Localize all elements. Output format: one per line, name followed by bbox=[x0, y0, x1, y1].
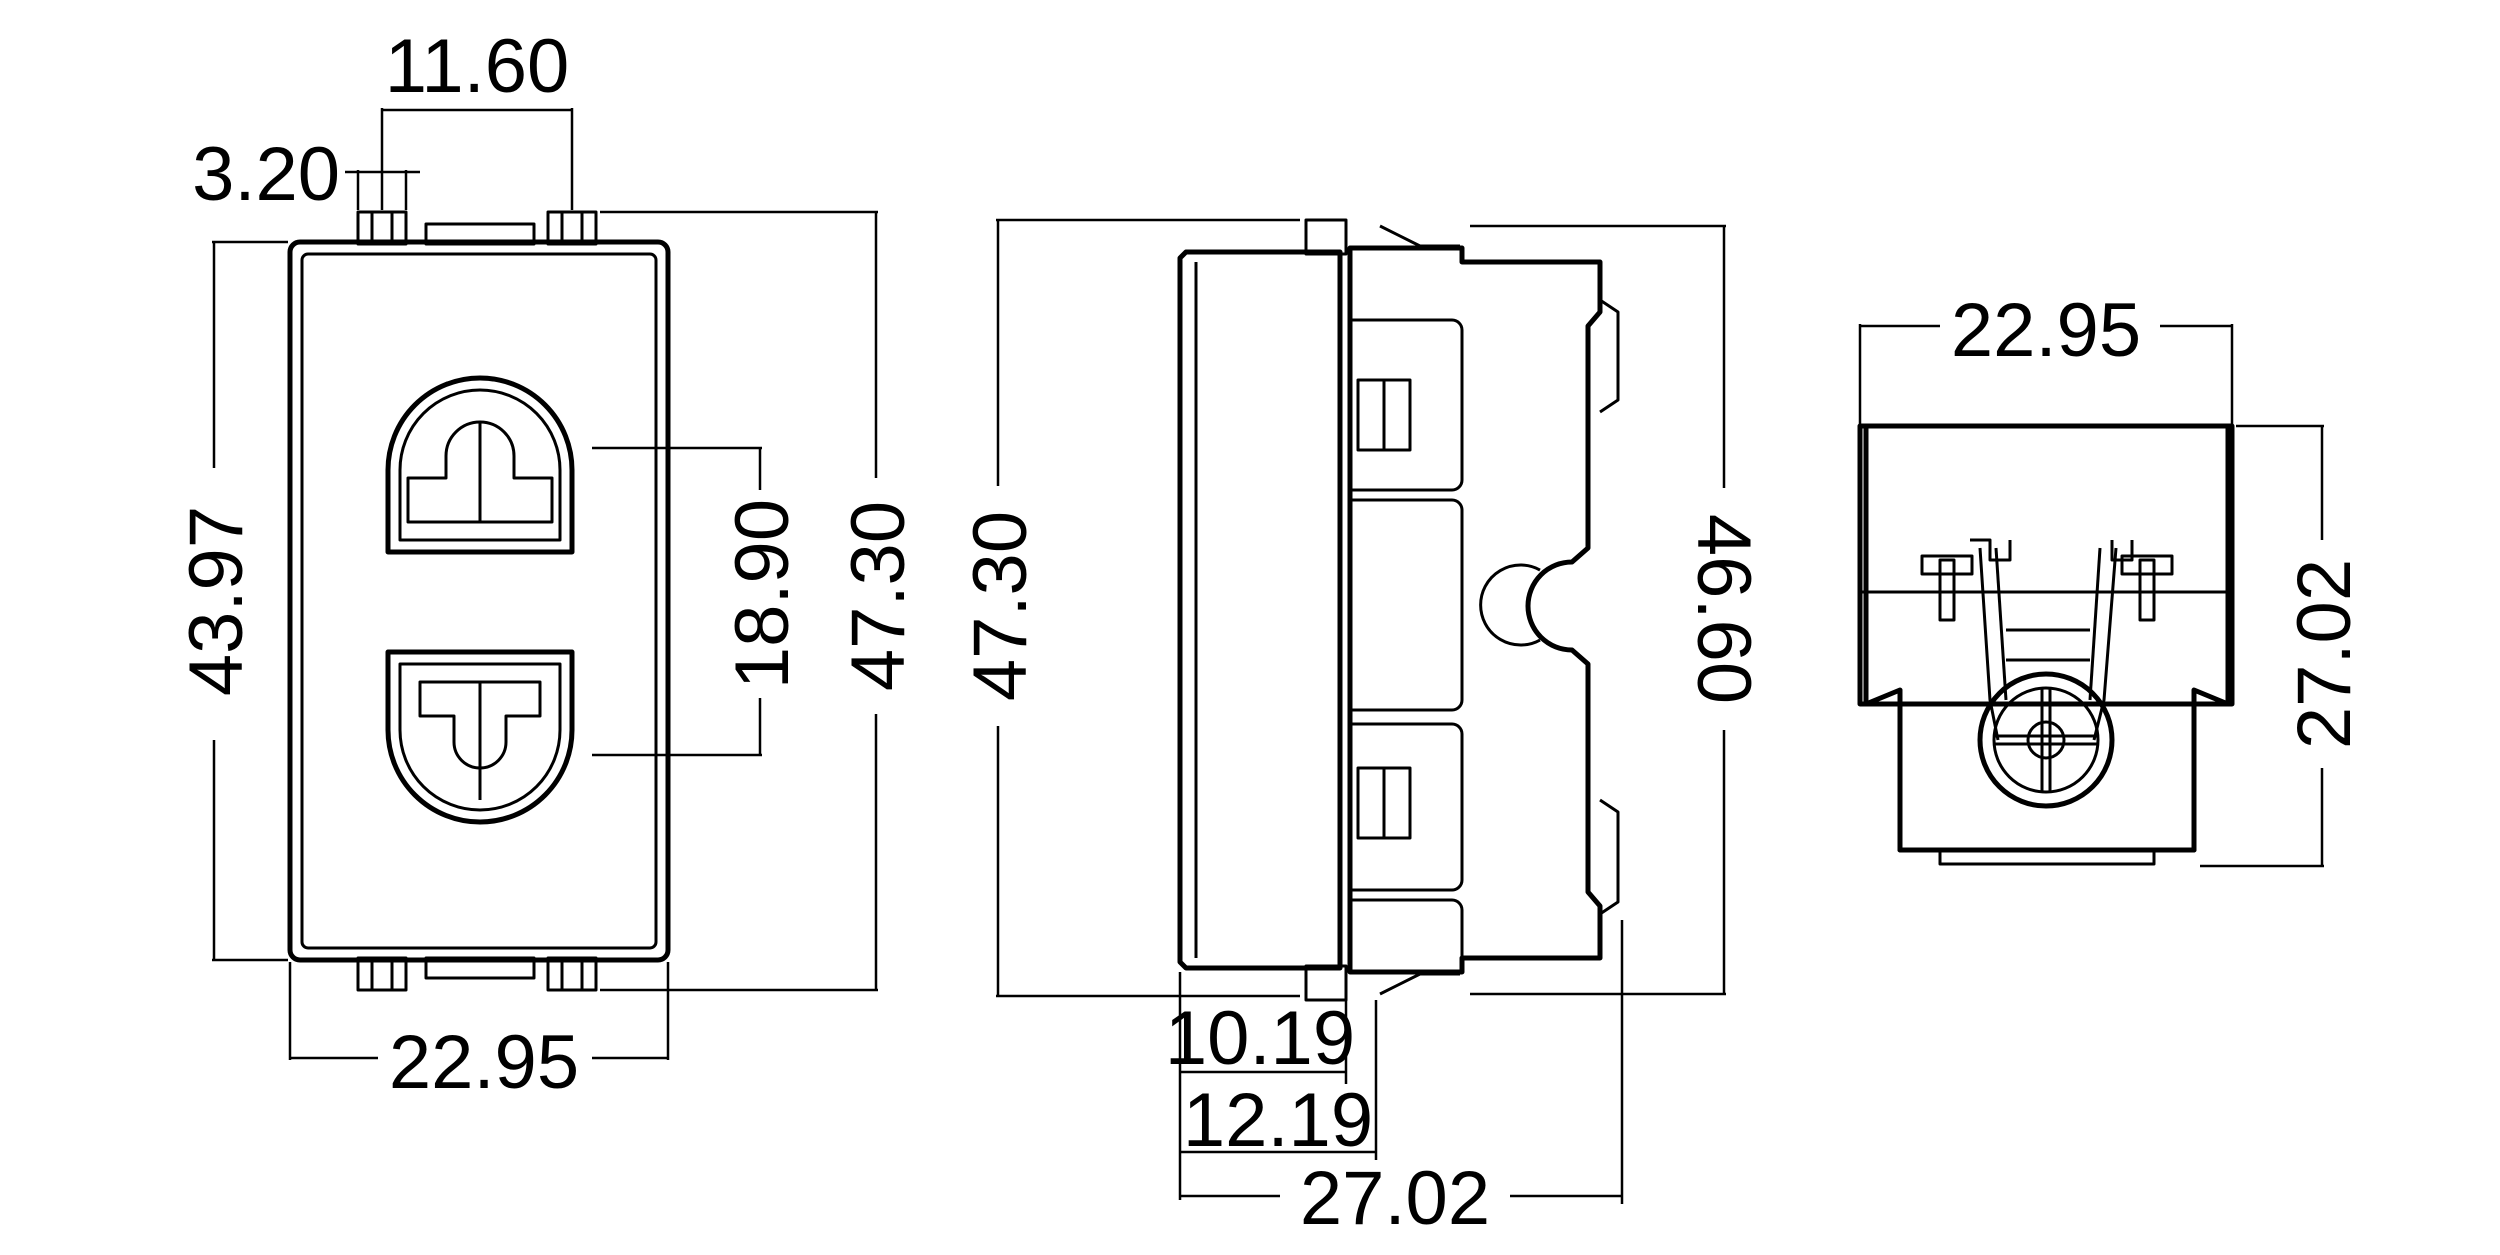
end-lower-body bbox=[1865, 687, 2229, 853]
dim-front-socket-pitch: 18.90 bbox=[592, 446, 805, 757]
bottom-clip-right bbox=[546, 956, 598, 992]
dim-front-face-height-label: 43.97 bbox=[174, 506, 259, 696]
lower-socket-slot bbox=[418, 680, 542, 770]
side-view: 47.30 46.60 10.19 12.19 27.02 bbox=[958, 218, 1766, 1241]
side-front-cap bbox=[1177, 249, 1343, 971]
dim-side-front-depth: 10.19 bbox=[1165, 972, 1355, 1200]
bottom-clips bbox=[356, 956, 598, 992]
dim-front-width: 22.95 bbox=[288, 962, 670, 1105]
side-cable-notch bbox=[1479, 563, 1541, 647]
top-clip-right bbox=[546, 210, 598, 246]
lower-socket-outlet bbox=[385, 649, 575, 825]
dim-front-socket-pitch-label: 18.90 bbox=[720, 499, 805, 689]
dim-end-depth-label: 27.02 bbox=[2282, 559, 2367, 749]
lower-socket-outline bbox=[385, 649, 575, 825]
side-rear-housing bbox=[1347, 245, 1603, 975]
end-body-outline bbox=[1860, 423, 2232, 853]
dim-side-total-depth-label: 27.02 bbox=[1300, 1156, 1490, 1241]
dim-front-pin-width-label: 3.20 bbox=[192, 132, 340, 217]
dim-front-pin-width: 3.20 bbox=[192, 132, 420, 217]
end-base-strip bbox=[1938, 848, 2156, 866]
upper-socket-outline bbox=[385, 375, 575, 555]
dim-front-face-height: 43.97 bbox=[174, 240, 288, 962]
side-bottom-flange bbox=[1379, 972, 1460, 996]
dim-side-flange-depth: 12.19 bbox=[1180, 1000, 1378, 1163]
dim-front-total-height: 47.30 bbox=[600, 210, 921, 992]
end-terminal-clamp bbox=[1920, 538, 2174, 741]
bottom-latch bbox=[424, 956, 536, 980]
side-segments bbox=[1350, 318, 1464, 958]
upper-socket-slot bbox=[406, 420, 554, 524]
dim-side-flange-depth-label: 12.19 bbox=[1183, 1078, 1373, 1163]
dim-front-width-label: 22.95 bbox=[389, 1020, 579, 1105]
side-lower-hook bbox=[1599, 798, 1620, 916]
side-top-pin bbox=[1304, 218, 1348, 256]
end-clamp-left-screw bbox=[1970, 538, 2012, 562]
top-clips bbox=[356, 210, 598, 246]
side-bottom-pin bbox=[1304, 964, 1348, 1002]
end-screw-head bbox=[1977, 671, 2115, 809]
dim-end-width-label: 22.95 bbox=[1951, 288, 2141, 373]
end-screw-outer bbox=[1977, 671, 2115, 809]
dim-side-height-right: 46.60 bbox=[1470, 224, 1766, 996]
front-body-outline bbox=[287, 239, 671, 963]
dim-side-total-depth: 27.02 bbox=[1180, 920, 1624, 1241]
dim-side-front-depth-label: 10.19 bbox=[1165, 996, 1355, 1081]
dim-front-total-height-label: 47.30 bbox=[836, 501, 921, 691]
dim-front-pin-pitch: 11.60 bbox=[380, 24, 574, 210]
end-upper-box bbox=[1857, 423, 2235, 707]
side-upper-hook bbox=[1599, 298, 1620, 414]
dim-side-height-right-label: 46.60 bbox=[1681, 514, 1766, 704]
side-top-flange bbox=[1379, 224, 1460, 248]
top-latch bbox=[424, 222, 536, 246]
upper-socket-outlet bbox=[385, 375, 575, 555]
dim-side-height-left-label: 47.30 bbox=[958, 511, 1043, 701]
front-view: 11.60 3.20 43.97 18.90 bbox=[174, 24, 921, 1105]
dim-front-pin-pitch-label: 11.60 bbox=[385, 24, 570, 109]
end-view: 22.95 27.02 bbox=[1857, 288, 2367, 868]
dim-side-height-left: 47.30 bbox=[958, 218, 1300, 998]
top-clip-left bbox=[356, 210, 408, 246]
front-face-inner bbox=[300, 252, 658, 950]
dim-end-depth: 27.02 bbox=[2200, 424, 2367, 868]
dim-end-width: 22.95 bbox=[1858, 288, 2234, 424]
bottom-clip-left bbox=[356, 956, 408, 992]
